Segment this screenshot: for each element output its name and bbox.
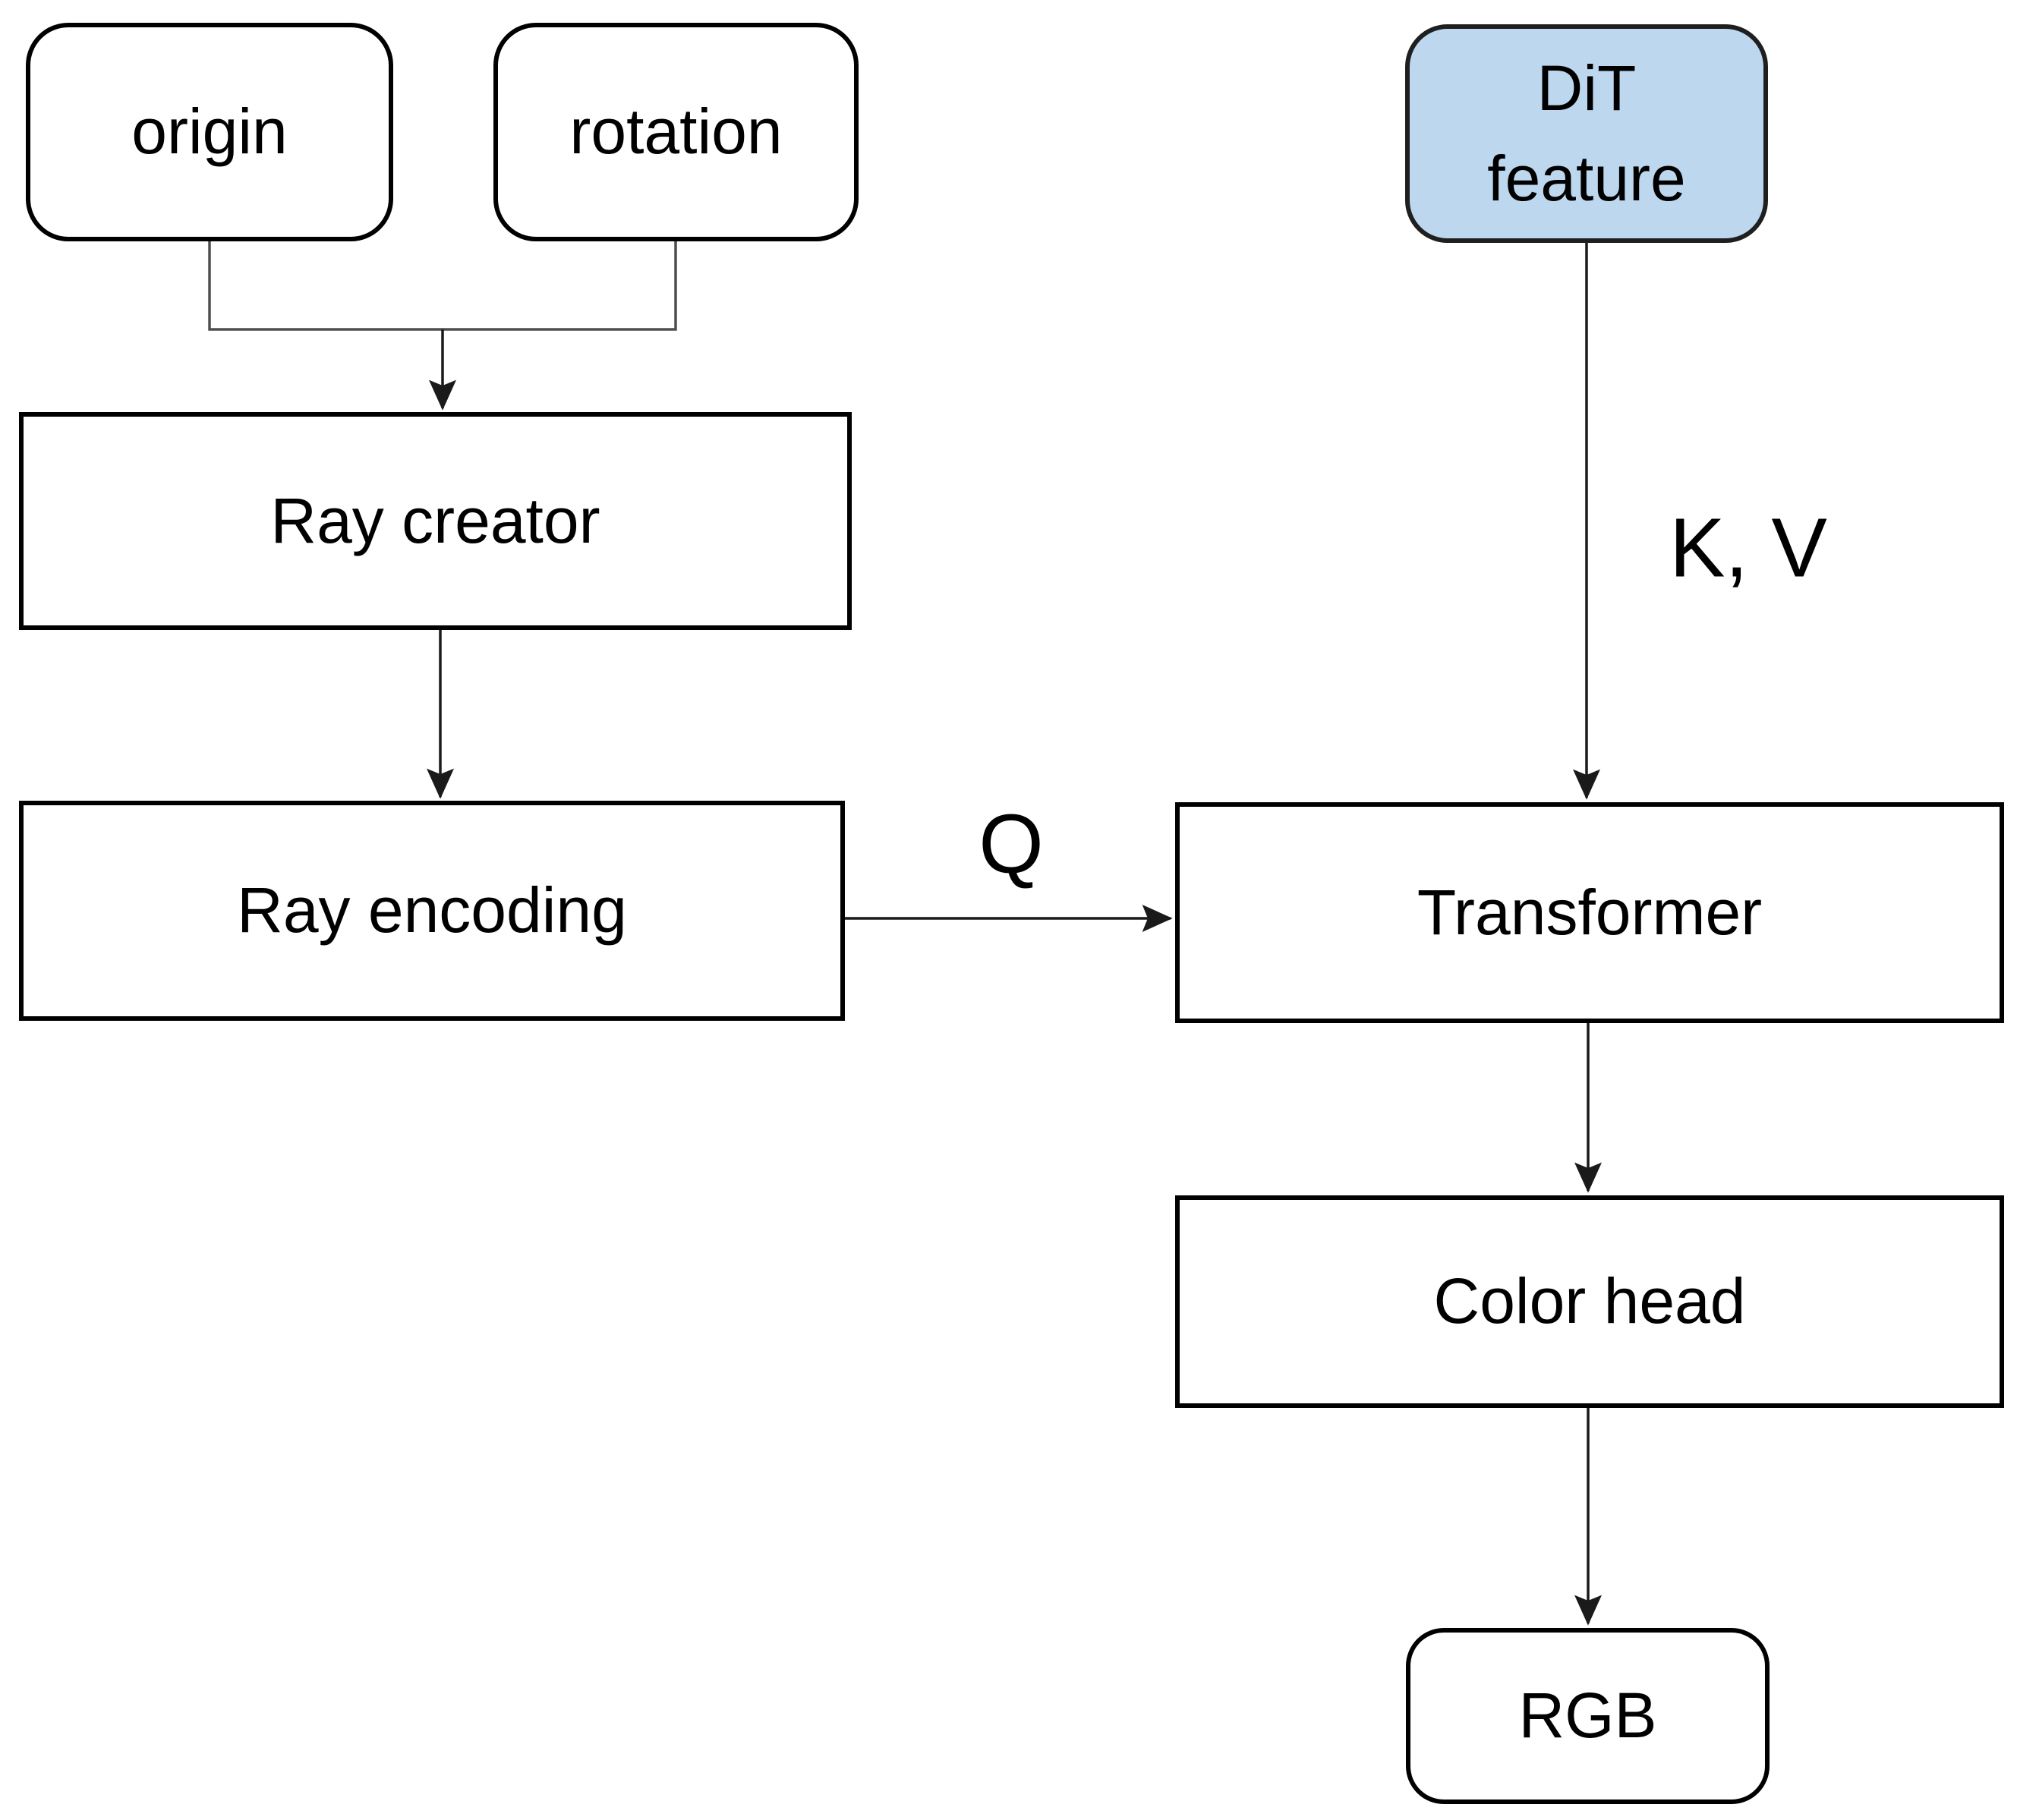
node-origin-label: origin (131, 96, 288, 168)
node-ray-encoding: Ray encoding (19, 801, 845, 1021)
node-transformer: Transformer (1175, 802, 2004, 1023)
node-ray-creator: Ray creator (19, 412, 852, 630)
node-rgb-label: RGB (1518, 1680, 1657, 1752)
node-origin: origin (26, 23, 393, 241)
node-ray-encoding-label: Ray encoding (237, 874, 627, 946)
node-dit-feature-label: DiT feature (1487, 52, 1686, 214)
edge-origin-rotation-merge (208, 241, 677, 331)
node-rotation-label: rotation (569, 96, 783, 168)
node-color-head: Color head (1175, 1195, 2004, 1408)
node-rgb: RGB (1406, 1628, 1770, 1804)
edge-label-key-value: K, V (1669, 501, 1827, 595)
node-rotation: rotation (493, 23, 859, 241)
node-ray-creator-label: Ray creator (270, 484, 600, 556)
node-transformer-label: Transformer (1417, 876, 1763, 948)
edge-label-query: Q (979, 797, 1044, 891)
node-dit-feature: DiT feature (1405, 24, 1768, 243)
node-color-head-label: Color head (1433, 1265, 1746, 1337)
